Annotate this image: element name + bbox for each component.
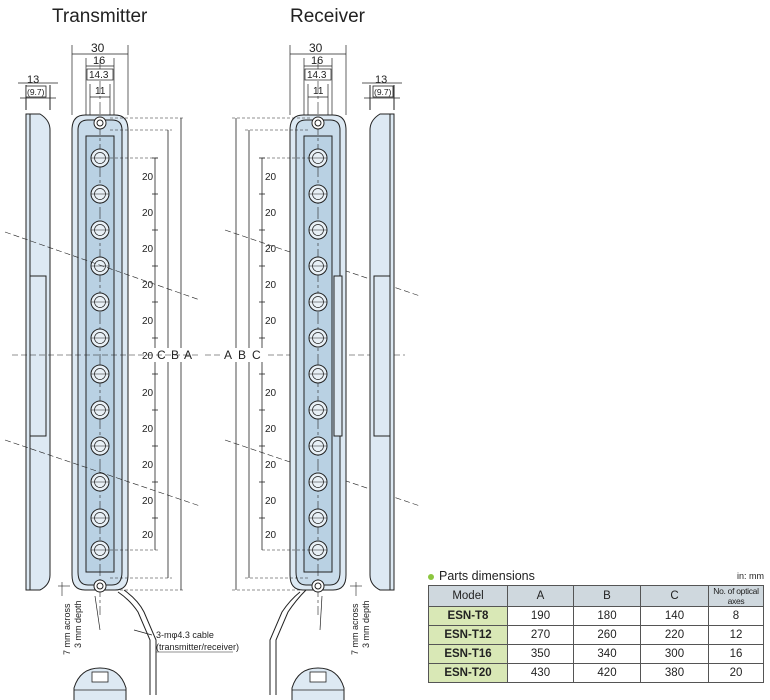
- cell-axes: 20: [708, 663, 764, 683]
- cell-model: ESN-T16: [428, 644, 508, 664]
- tx-pitch-label: 20: [142, 460, 154, 471]
- col-c: C: [640, 585, 709, 607]
- dim-rx-16: 16: [311, 55, 323, 67]
- table-row: ESN-T8 190 180 140 8: [428, 606, 764, 626]
- rx-pitch-label: 20: [265, 316, 277, 327]
- tx-pitch-label: 20: [142, 530, 154, 541]
- tx-pitch-label: 20: [142, 172, 154, 183]
- col-optical-axes: No. of optical axes: [708, 585, 764, 607]
- cell-b: 420: [573, 663, 641, 683]
- dim-tx-11: 11: [95, 86, 106, 97]
- table-row: ESN-T12 270 260 220 12: [428, 625, 764, 645]
- dim-tx-30: 30: [91, 41, 105, 55]
- tx-pitch-label: 20: [142, 388, 154, 399]
- receiver-front-view: [289, 60, 347, 615]
- cell-model: ESN-T20: [428, 663, 508, 683]
- cell-c: 220: [640, 625, 709, 645]
- note-rx-across-1: 7 mm across: [350, 603, 360, 655]
- cell-model: ESN-T12: [428, 625, 508, 645]
- rx-pitch-label: 20: [265, 388, 277, 399]
- parts-unit: in: mm: [737, 571, 764, 581]
- cell-a: 270: [507, 625, 574, 645]
- parts-dimensions-panel: Parts dimensions in: mm Model A B C No. …: [428, 568, 764, 683]
- note-rx-across-2: 3 mm depth: [361, 600, 371, 648]
- dim-rx-11: 11: [313, 86, 324, 97]
- cell-c: 300: [640, 644, 709, 664]
- rx-pitch-label: 20: [265, 172, 277, 183]
- rx-pitch-label: 20: [265, 496, 277, 507]
- tx-pitch-label: 20: [142, 244, 154, 255]
- transmitter-lens-array: [90, 148, 110, 560]
- receiver-bottom-view: [291, 667, 345, 700]
- table-header-row: Model A B C No. of optical axes: [428, 585, 764, 607]
- cell-a: 190: [507, 606, 574, 626]
- transmitter-bottom-view: [73, 667, 127, 700]
- rx-pitch-label: 20: [265, 460, 277, 471]
- cell-model: ESN-T8: [428, 606, 508, 626]
- tx-pitch-label: 20: [142, 208, 154, 219]
- transmitter-title: Transmitter: [52, 6, 148, 27]
- tx-pitch-label: 20: [142, 316, 154, 327]
- rx-pitch-label: 20: [265, 530, 277, 541]
- table-row: ESN-T16 350 340 300 16: [428, 644, 764, 664]
- parts-table: Model A B C No. of optical axes ESN-T8 1…: [428, 585, 764, 683]
- col-a: A: [507, 585, 574, 607]
- note-tx-across-1: 7 mm across: [62, 603, 72, 655]
- rx-pitch-label: 20: [265, 424, 277, 435]
- note-tx-across-2: 3 mm depth: [73, 600, 83, 648]
- rx-pitch-label: 20: [265, 208, 277, 219]
- rx-pitch-label: 20: [265, 244, 277, 255]
- dim-side-9-7-left: (9.7): [27, 87, 45, 97]
- receiver-title: Receiver: [290, 6, 366, 27]
- tx-pitch-label: 20: [142, 424, 154, 435]
- col-model: Model: [428, 585, 508, 607]
- dim-side-9-7-right: (9.7): [374, 87, 392, 97]
- cell-b: 180: [573, 606, 641, 626]
- transmitter-front-view: [71, 60, 129, 615]
- rx-pitch-label: 20: [265, 280, 277, 291]
- dim-tx-16: 16: [93, 55, 105, 67]
- bullet-dot: [428, 573, 434, 580]
- dim-side-13-right: 13: [375, 74, 387, 86]
- cell-a: 430: [507, 663, 574, 683]
- dim-tx-14-3: 14.3: [89, 70, 109, 81]
- receiver-lens-array: [308, 148, 328, 560]
- note-cable-1: 3-mφ4.3 cable: [156, 630, 214, 640]
- transmitter-side-view: [25, 85, 51, 591]
- dim-rx-a: A: [224, 348, 232, 362]
- cell-axes: 8: [708, 606, 764, 626]
- cell-b: 260: [573, 625, 641, 645]
- dim-rx-30: 30: [309, 41, 323, 55]
- dim-rx-14-3: 14.3: [307, 70, 327, 81]
- note-cable-2: (transmitter/receiver): [156, 642, 239, 652]
- cell-axes: 12: [708, 625, 764, 645]
- tx-pitch-label: 20: [142, 496, 154, 507]
- tx-pitch-label: 20: [142, 280, 154, 291]
- dim-tx-pitch-center: 20: [142, 351, 154, 362]
- cell-c: 140: [640, 606, 709, 626]
- table-row: ESN-T20 430 420 380 20: [428, 663, 764, 683]
- col-b: B: [573, 585, 641, 607]
- dim-rx-c: C: [252, 348, 261, 362]
- cell-c: 380: [640, 663, 709, 683]
- cell-b: 340: [573, 644, 641, 664]
- cell-a: 350: [507, 644, 574, 664]
- cell-axes: 16: [708, 644, 764, 664]
- dim-side-13-left: 13: [27, 74, 39, 86]
- parts-title: Parts dimensions: [439, 569, 535, 583]
- dim-rx-b: B: [238, 348, 246, 362]
- receiver-side-view: [369, 85, 395, 591]
